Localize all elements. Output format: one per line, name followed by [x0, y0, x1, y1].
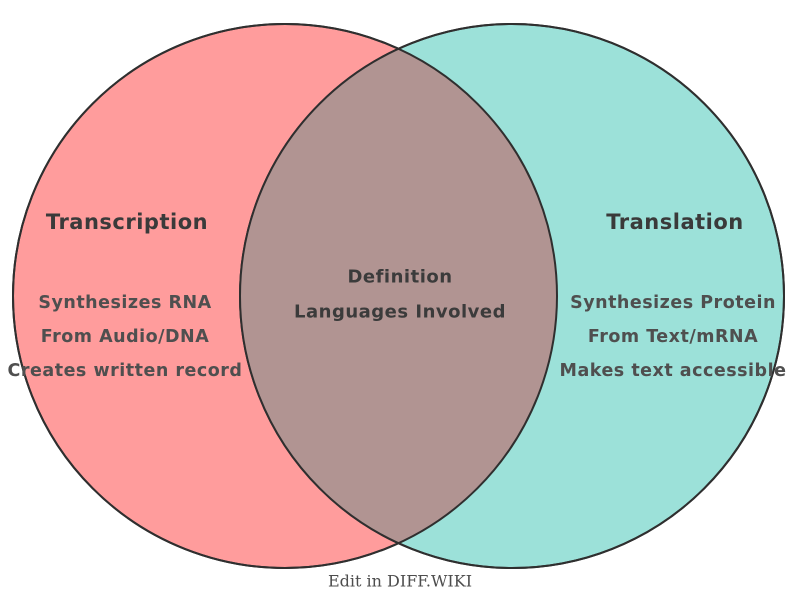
left-circle-title: Transcription [45, 210, 209, 234]
left-item: From Audio/DNA [40, 327, 210, 347]
right-circle-title: Translation [606, 210, 744, 234]
right-item: Synthesizes Protein [570, 293, 776, 313]
overlap-region [240, 24, 557, 568]
left-item: Synthesizes RNA [38, 293, 212, 313]
right-circle-outline [239, 23, 785, 569]
left-circle-outline [12, 23, 558, 569]
edit-link[interactable]: Edit in DIFF.WIKI [327, 571, 473, 591]
left-item: Creates written record [7, 361, 243, 381]
overlap-item: Definition [347, 266, 453, 288]
overlap-item: Languages Involved [294, 301, 506, 323]
right-item: Makes text accessible [559, 361, 787, 381]
right-item: From Text/mRNA [587, 327, 759, 347]
